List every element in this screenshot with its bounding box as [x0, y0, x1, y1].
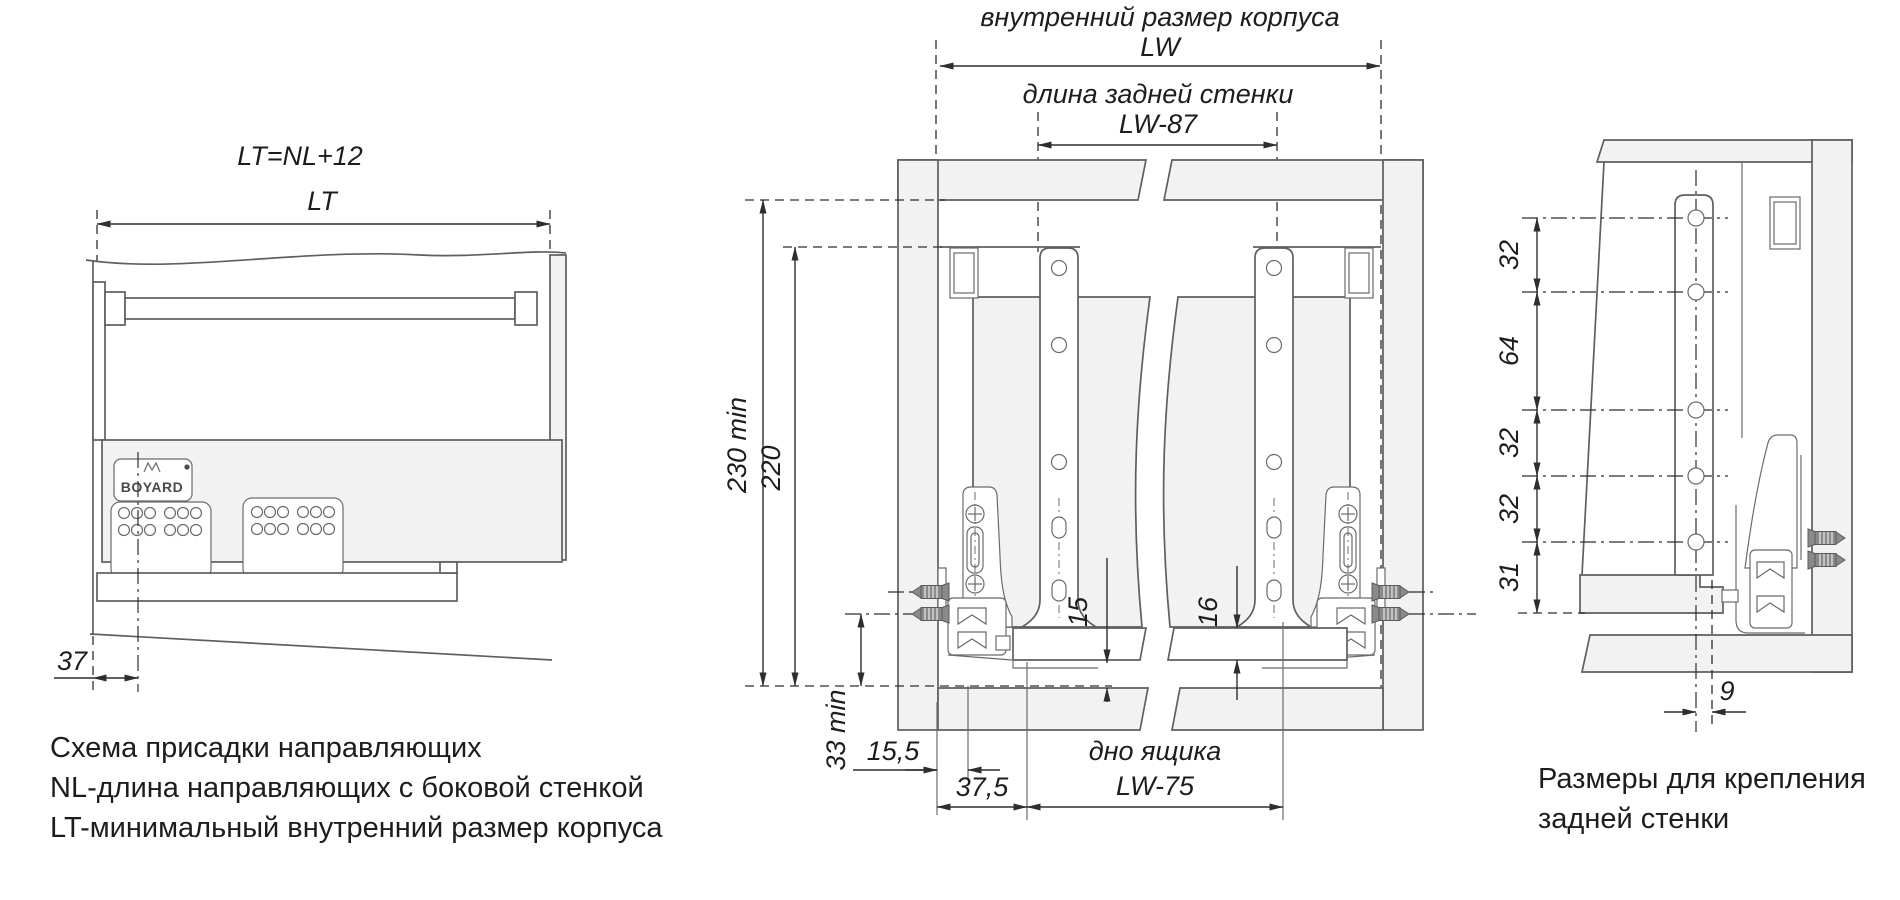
- dim-32-label-3: 32: [1494, 494, 1524, 524]
- dim-375-label: 37,5: [956, 772, 1010, 802]
- dim-32-label-1: 32: [1494, 240, 1524, 270]
- back-wall-length-label: LW-87: [1119, 109, 1198, 139]
- rail-end-cap-right: [514, 291, 538, 326]
- side-wall-edge: [92, 281, 106, 441]
- registered-mark-dot: [184, 464, 190, 470]
- dim-220-label: 220: [756, 445, 786, 491]
- dim-64-label: 64: [1494, 336, 1524, 366]
- hole-spacing-chain: 32 64 32 32 31: [1494, 217, 1541, 614]
- lt-dimension-label: LT: [307, 186, 339, 216]
- dim-32-label-2: 32: [1494, 428, 1524, 458]
- left-caption-line-1: Схема присадки направляющих: [50, 732, 482, 764]
- cabinet-side-wall: [1811, 139, 1853, 673]
- panel-break-bottom-edge: [89, 633, 553, 661]
- dim-33min-label: 33 min: [821, 689, 851, 770]
- dim-31-label: 31: [1494, 562, 1524, 592]
- dim-15-label: 15: [1063, 596, 1093, 627]
- left-caption-line-3: LT-минимальный внутренний размер корпуса: [50, 812, 663, 844]
- perforated-plate-1: [110, 501, 212, 579]
- formula-label: LT=NL+12: [237, 141, 363, 171]
- logo-crown-icon: [143, 461, 161, 473]
- dim-9-label: 9: [1719, 676, 1734, 706]
- drawer-bottom-label: LW-75: [1116, 771, 1195, 801]
- cabinet-side-wall-left: [897, 159, 939, 731]
- inner-width-label: LW: [1140, 32, 1182, 62]
- right-caption-line-2: задней стенки: [1538, 803, 1729, 835]
- corner-bracket-left: [949, 247, 979, 299]
- center-diagram-rear-view: внутренний размер корпуса LW длина задне…: [722, 2, 1476, 820]
- drawer-bottom-title: дно ящика: [1089, 736, 1221, 766]
- hole-strip: [1674, 194, 1714, 576]
- back-wall-break-edge: [1581, 161, 1605, 576]
- cabinet-bottom-panel-left: [937, 687, 1150, 731]
- left-diagram-slide-drilling-scheme: LT=NL+12 LT BOYARD: [50, 141, 663, 844]
- left-caption-line-2: NL-длина направляющих с боковой стенкой: [50, 772, 644, 804]
- logo-text: BOYARD: [121, 479, 183, 495]
- right-caption-line-1: Размеры для крепления: [1538, 763, 1866, 795]
- cabinet-bottom-panel: [1580, 634, 1853, 673]
- slide-rail-bar: [96, 572, 458, 602]
- drawer-bottom-board-left: [1012, 627, 1148, 661]
- corner-bracket-right: [1344, 247, 1374, 299]
- gallery-rail-tube: [124, 297, 516, 320]
- dim-16-label: 16: [1193, 596, 1223, 627]
- drawer-bottom-board-right: [1166, 627, 1348, 661]
- boyard-logo-badge: BOYARD: [113, 458, 193, 502]
- dim-37-label: 37: [57, 646, 88, 676]
- slide-mechanism: [1721, 434, 1805, 634]
- rail-end-cap-left: [104, 291, 126, 326]
- inner-width-title: внутренний размер корпуса: [980, 2, 1339, 32]
- dim-155-label: 15,5: [867, 736, 921, 766]
- drawer-bottom-board: [1579, 574, 1724, 614]
- right-diagram-back-wall-fixing: 32 64 32 32 31 9 Размеры для крепления з…: [1494, 139, 1866, 835]
- perforated-plate-2: [242, 497, 344, 579]
- dim-230min-label: 230 min: [722, 397, 752, 494]
- fixing-holes: [1522, 209, 1728, 551]
- back-wall-length-title: длина задней стенки: [1023, 79, 1294, 109]
- cabinet-bottom-panel-right: [1170, 687, 1384, 731]
- slide-rail-step: [439, 561, 458, 574]
- panel-break-top-edge: [85, 251, 567, 266]
- cabinet-side-wall-right: [1382, 159, 1424, 731]
